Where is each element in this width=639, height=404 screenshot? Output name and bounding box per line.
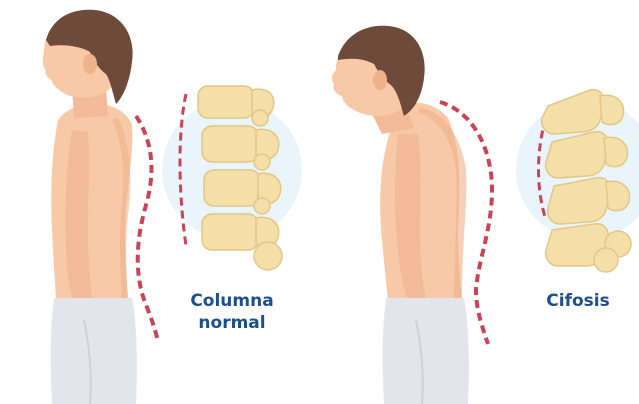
spine-curve-normal <box>136 116 158 342</box>
label-normal-line1: Columna <box>178 290 286 312</box>
person-kyphosis-posture-icon <box>332 26 469 404</box>
person-normal-posture-icon <box>43 10 137 404</box>
vertebrae-normal-icon <box>198 86 282 270</box>
label-kyphosis: Cifosis <box>543 290 613 312</box>
label-normal-spine: Columna normal <box>178 290 286 334</box>
label-normal-line2: normal <box>178 312 286 334</box>
